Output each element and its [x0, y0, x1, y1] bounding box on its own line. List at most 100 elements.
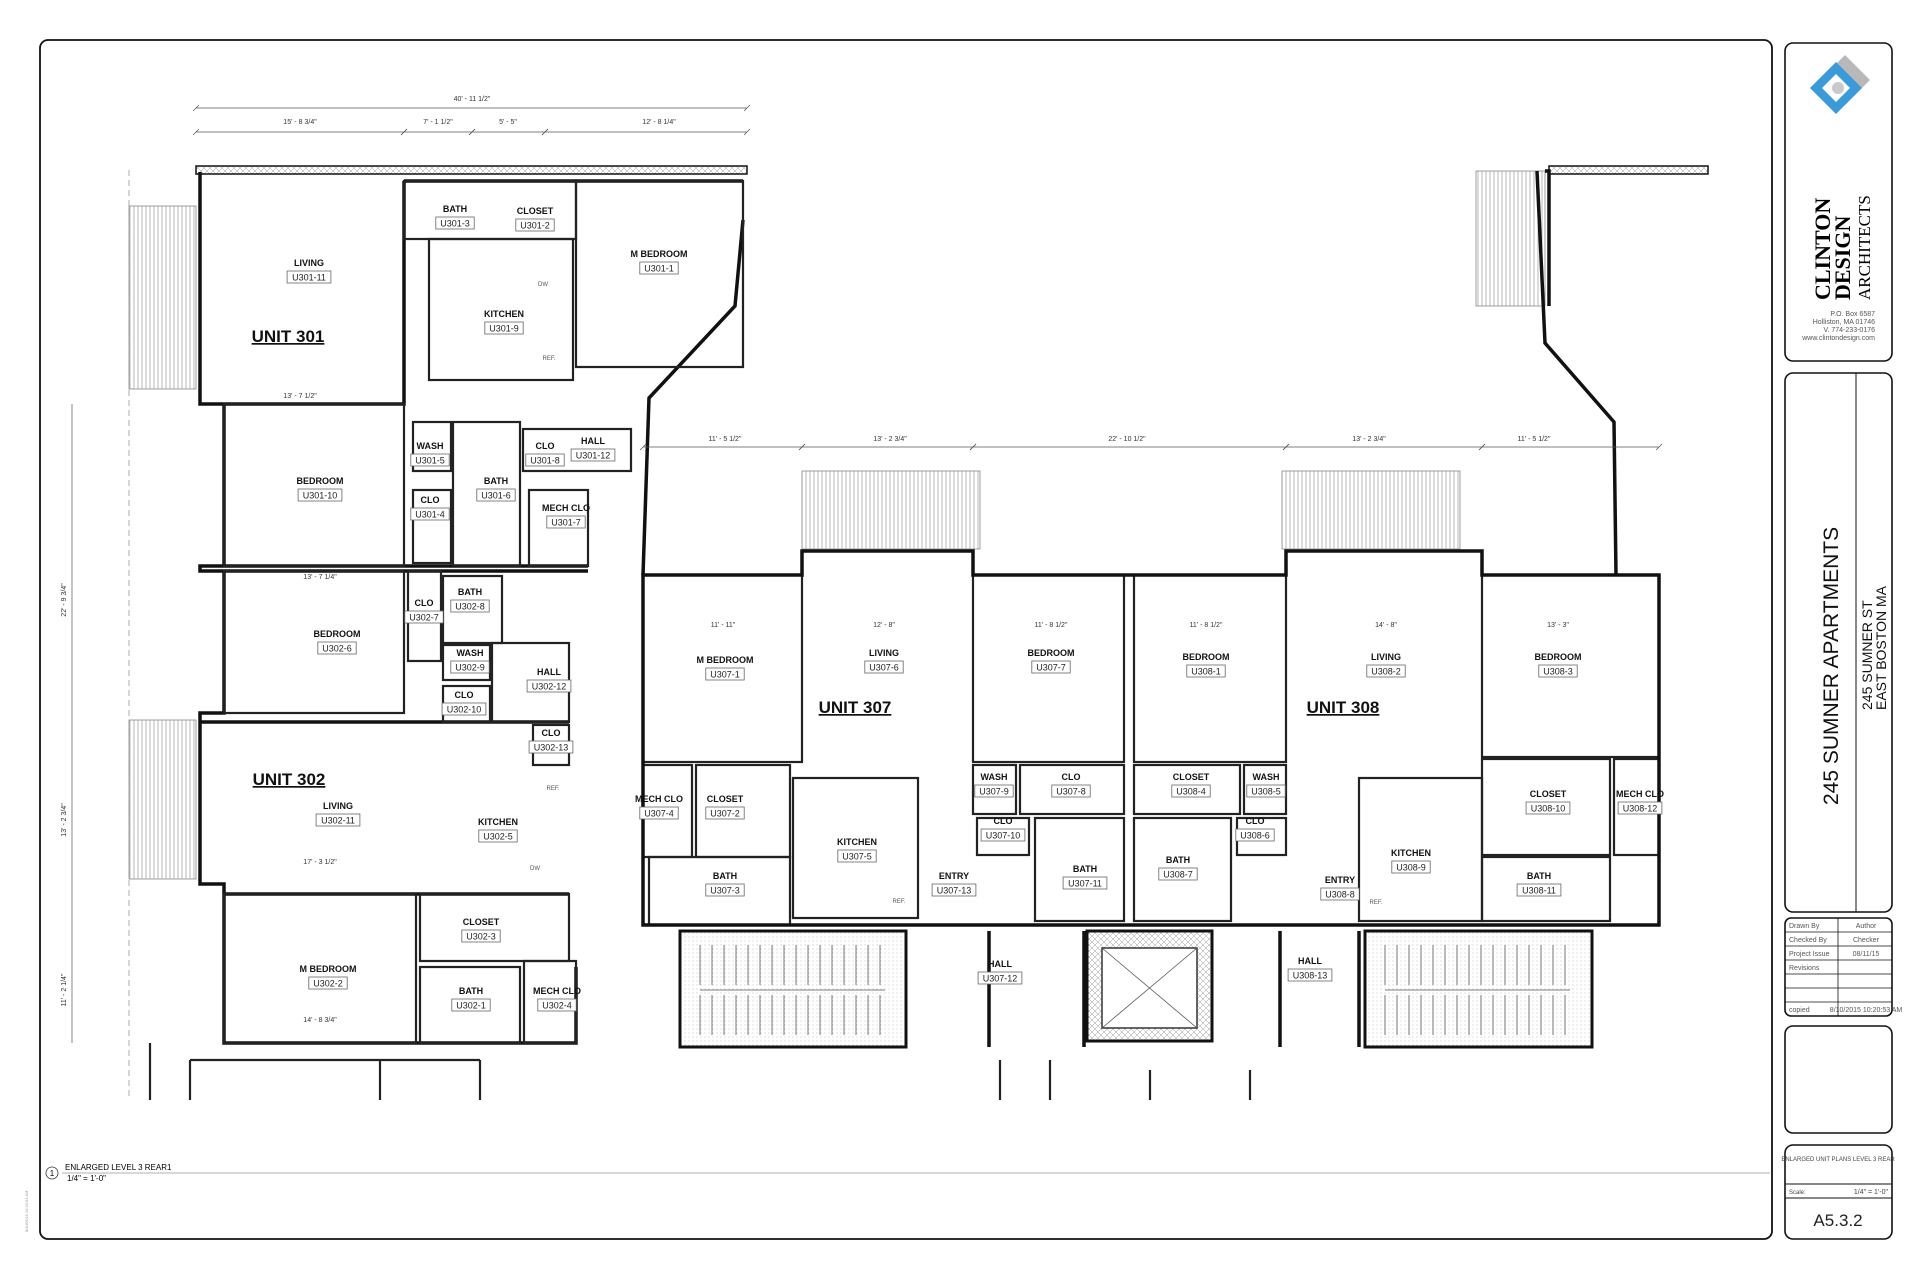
- room-name: BEDROOM: [1183, 652, 1230, 662]
- room-name: HALL: [581, 436, 605, 446]
- dimension-tick: [192, 104, 200, 112]
- room-id-box: [1538, 664, 1578, 678]
- room-id: U302-10: [447, 705, 482, 715]
- room-id: U308-8: [1325, 890, 1355, 900]
- dimension-label: 13' - 2 3/4": [873, 436, 907, 443]
- dimension-tick: [1655, 443, 1663, 451]
- room-outline: [451, 420, 522, 568]
- room-id: U308-13: [1293, 971, 1328, 981]
- svg-text:www.clintondesign.com: www.clintondesign.com: [1801, 335, 1875, 342]
- dimension-tick: [192, 128, 200, 136]
- room-name: BATH: [459, 986, 483, 996]
- deck-unit-308: [1281, 470, 1461, 550]
- firm-logo: CLINTON DESIGN ARCHITECTS: [1810, 55, 1874, 300]
- info-label: Checked By: [1789, 937, 1827, 944]
- exterior-stair: [1475, 170, 1546, 307]
- room-id-box: [410, 453, 450, 467]
- dishwasher-label: DW: [530, 866, 540, 872]
- room-id-box: [1391, 860, 1431, 874]
- deck-unit-302: [128, 719, 197, 880]
- dimension-label: 13' - 7 1/4": [303, 574, 337, 581]
- room-id: U308-2: [1371, 667, 1401, 677]
- dimension-label: 12' - 8": [873, 622, 895, 629]
- dimension-tick: [541, 128, 549, 136]
- unit-title: UNIT 308: [1307, 698, 1380, 717]
- room-id-box: [1525, 801, 1571, 815]
- room-id-box: [526, 679, 572, 693]
- drawing-caption: 1 ENLARGED LEVEL 3 REAR1 1/4" = 1'-0" 8/…: [24, 1163, 1770, 1232]
- dimension-label: 7' - 1 1/2": [423, 119, 453, 126]
- room-name: CLOSET: [463, 917, 500, 927]
- room-id-box: [1246, 784, 1286, 798]
- room-outline: [222, 892, 418, 1045]
- room-id: U308-7: [1163, 870, 1193, 880]
- room-name: MECH CLO: [1616, 789, 1664, 799]
- room-id-box: [441, 702, 487, 716]
- room-id: U308-5: [1251, 787, 1281, 797]
- side-timestamp: 8/10/2015 10:20:53 AM: [24, 1191, 29, 1232]
- room-id: U301-8: [530, 456, 560, 466]
- room-name: BATH: [1073, 864, 1097, 874]
- room-id-box: [864, 660, 904, 674]
- room-name: BATH: [443, 204, 467, 214]
- floor-plan: 40' - 11 1/2"15' - 8 3/4"7' - 1 1/2"5' -…: [61, 96, 1709, 1100]
- room-id-box: [546, 515, 586, 529]
- info-label: Revisions: [1789, 965, 1820, 972]
- room-outline: [1132, 816, 1233, 923]
- room-name: LIVING: [323, 801, 353, 811]
- room-name: KITCHEN: [837, 837, 877, 847]
- dimension-label: 11' - 5 1/2": [709, 436, 742, 443]
- drawing-frame: [39, 39, 1773, 1240]
- room-id: U307-7: [1036, 663, 1066, 673]
- stair-left: [678, 929, 908, 1049]
- room-name: KITCHEN: [484, 309, 524, 319]
- room-name: BATH: [1166, 855, 1190, 865]
- svg-text:CLINTON: CLINTON: [1810, 198, 1835, 300]
- dimension-label: 5' - 5": [499, 119, 517, 126]
- room-id: U308-12: [1623, 804, 1658, 814]
- sheet-number: A5.3.2: [1813, 1211, 1862, 1230]
- room-name: BEDROOM: [1535, 652, 1582, 662]
- room-outline: [411, 420, 453, 473]
- room-name: CLO: [421, 495, 440, 505]
- room-name: CLOSET: [1173, 772, 1210, 782]
- room-name: CLO: [455, 690, 474, 700]
- room-name: CLOSET: [1530, 789, 1567, 799]
- room-id-box: [705, 667, 745, 681]
- project-panel: [1784, 372, 1893, 913]
- info-label: Project Issue: [1789, 951, 1830, 958]
- sheet-title: ENLARGED UNIT PLANS LEVEL 3 REAR: [1781, 1157, 1895, 1163]
- room-outline: [418, 892, 571, 963]
- info-value: 8/10/2015 10:20:53 AM: [1830, 1007, 1903, 1014]
- room-id: U301-3: [440, 219, 470, 229]
- blank-panel: [1784, 1025, 1893, 1134]
- room-id: U301-1: [644, 264, 674, 274]
- room-name: BEDROOM: [297, 476, 344, 486]
- room-id-box: [1158, 867, 1198, 881]
- exterior-wall-top: [195, 165, 748, 175]
- room-name: WASH: [417, 441, 444, 451]
- room-id: U307-10: [986, 831, 1021, 841]
- room-id-box: [1062, 876, 1108, 890]
- room-id-box: [974, 784, 1014, 798]
- dimension-label: 11' - 8 1/2": [1190, 622, 1223, 629]
- dimension-label: 13' - 2 3/4": [1352, 436, 1386, 443]
- room-id-box: [1516, 883, 1562, 897]
- dimension-label: 13' - 7 1/2": [283, 393, 317, 400]
- dishwasher-label: DW: [538, 282, 548, 288]
- info-label: Drawn By: [1789, 923, 1820, 930]
